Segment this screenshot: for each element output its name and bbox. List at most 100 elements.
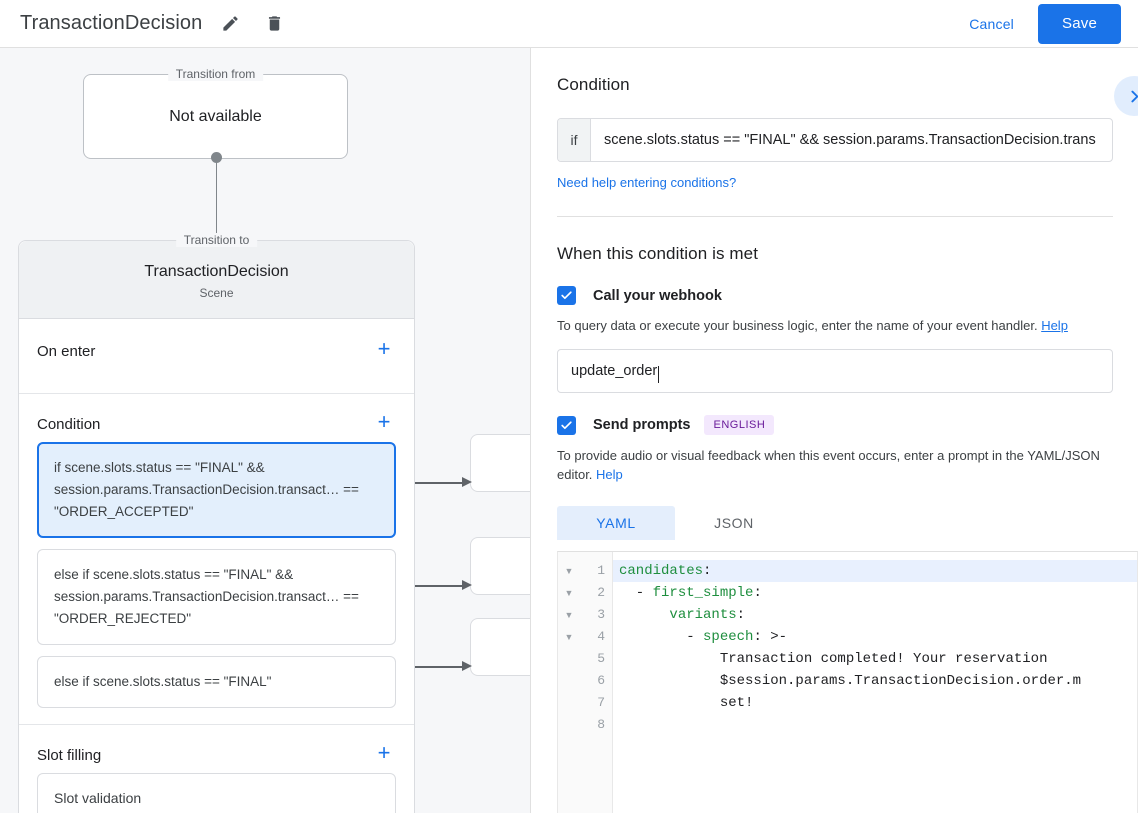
yaml-rest: Transaction completed! Your reservation: [619, 651, 1048, 667]
add-slot-filling-button[interactable]: +: [377, 740, 391, 765]
line-number: 2: [597, 585, 605, 600]
line-number: 6: [597, 673, 605, 688]
code-line: $session.params.TransactionDecision.orde…: [613, 670, 1137, 692]
text-caret: [658, 365, 660, 383]
line-number: 1: [597, 563, 605, 578]
slot-validation-card[interactable]: Slot validation: [37, 773, 396, 813]
section-slot-filling: Slot filling + Slot validation: [19, 725, 414, 813]
transition-from-legend: Transition from: [167, 67, 264, 81]
target-node-2[interactable]: [470, 537, 530, 595]
arrow-origin-dot: [211, 152, 222, 163]
yaml-rest: : >-: [753, 629, 788, 645]
condition-card-2[interactable]: else if scene.slots.status == "FINAL" &&…: [37, 549, 396, 645]
arrow-line: [215, 158, 217, 254]
prompts-checkbox-row[interactable]: Send prompts ENGLISH: [557, 415, 1113, 435]
transition-from-value: Not available: [169, 107, 262, 125]
condition-card-1[interactable]: if scene.slots.status == "FINAL" && sess…: [37, 442, 396, 538]
pencil-icon[interactable]: [214, 8, 246, 40]
page-title: TransactionDecision: [20, 12, 203, 34]
transition-to-legend: Transition to: [175, 233, 258, 247]
prompts-checkbox[interactable]: [557, 415, 576, 435]
condition-input-row[interactable]: if scene.slots.status == "FINAL" && sess…: [557, 118, 1113, 162]
scene-name: TransactionDecision: [144, 263, 289, 280]
target-node-1[interactable]: [470, 434, 530, 492]
condition-expression-input[interactable]: scene.slots.status == "FINAL" && session…: [604, 132, 1096, 148]
yaml-key: first_simple: [652, 585, 754, 601]
app-header: TransactionDecision Cancel Save: [0, 0, 1138, 48]
section-on-enter: On enter +: [19, 319, 414, 394]
details-panel: Condition if scene.slots.status == "FINA…: [532, 48, 1138, 813]
chevron-right-icon[interactable]: [1114, 76, 1138, 116]
yaml-editor[interactable]: ▼ ▼ ▼ ▼ 1 2 3 4 5 6 7 8 candidates: - fi…: [557, 551, 1138, 813]
scene-type: Scene: [199, 286, 234, 300]
webhook-help-link[interactable]: Help: [1041, 318, 1068, 333]
code-line: variants:: [613, 604, 1137, 626]
yaml-indent: -: [619, 629, 704, 645]
code-line: - speech: >-: [613, 626, 1137, 648]
condition-heading: Condition: [557, 75, 630, 94]
editor-format-tabs: YAML JSON: [557, 506, 1113, 540]
line-number: 5: [597, 651, 605, 666]
panel-divider: [557, 216, 1113, 217]
yaml-key: candidates: [619, 563, 704, 579]
trash-icon[interactable]: [258, 8, 290, 40]
transition-to-box[interactable]: Transition to TransactionDecision Scene: [19, 233, 414, 319]
add-on-enter-button[interactable]: +: [377, 336, 391, 361]
conditions-help-link[interactable]: Need help entering conditions?: [557, 175, 737, 190]
yaml-rest: set!: [619, 695, 754, 711]
tab-yaml[interactable]: YAML: [557, 506, 675, 540]
code-line: candidates:: [613, 560, 1137, 582]
yaml-key: speech: [703, 629, 754, 645]
transition-from-box[interactable]: Transition from Not available: [83, 67, 348, 159]
save-button[interactable]: Save: [1038, 3, 1121, 44]
code-line: - first_simple:: [613, 582, 1137, 604]
yaml-indent: [619, 607, 669, 623]
webhook-checkbox-row[interactable]: Call your webhook: [557, 286, 1113, 305]
fold-toggle-3[interactable]: ▼: [564, 610, 574, 620]
yaml-rest: :: [736, 607, 746, 623]
line-number: 8: [597, 717, 605, 732]
prompts-description: To provide audio or visual feedback when…: [557, 446, 1113, 484]
yaml-rest: :: [703, 563, 712, 579]
yaml-rest: :: [753, 585, 762, 601]
scene-canvas[interactable]: Transition from Not available: [0, 48, 531, 813]
section-condition: Condition + if scene.slots.status == "FI…: [19, 394, 414, 725]
prompts-description-text: To provide audio or visual feedback when…: [557, 448, 1100, 482]
fold-toggle-4[interactable]: ▼: [564, 632, 574, 642]
code-line: set!: [613, 692, 1137, 714]
condition-section: Condition if scene.slots.status == "FINA…: [532, 48, 1138, 217]
condition-met-section: When this condition is met Call your web…: [532, 217, 1138, 540]
section-title-condition: Condition: [37, 415, 101, 433]
webhook-label: Call your webhook: [593, 287, 722, 304]
line-number: 7: [597, 695, 605, 710]
condition-card-3[interactable]: else if scene.slots.status == "FINAL": [37, 656, 396, 708]
editor-fold-column[interactable]: ▼ ▼ ▼ ▼: [558, 552, 580, 813]
webhook-checkbox[interactable]: [557, 286, 576, 305]
editor-line-numbers: 1 2 3 4 5 6 7 8: [580, 552, 613, 813]
if-prefix-label: if: [558, 119, 591, 161]
cancel-button[interactable]: Cancel: [957, 8, 1026, 40]
condition-met-heading: When this condition is met: [557, 244, 759, 263]
line-number: 3: [597, 607, 605, 622]
editor-code-area[interactable]: candidates: - first_simple: variants: - …: [613, 552, 1137, 813]
tab-json[interactable]: JSON: [714, 515, 754, 531]
language-badge: ENGLISH: [704, 415, 775, 435]
line-number: 4: [597, 629, 605, 644]
yaml-indent: -: [619, 585, 653, 601]
prompts-help-link[interactable]: Help: [596, 467, 623, 482]
section-title-slot-filling: Slot filling: [37, 746, 102, 764]
yaml-rest: $session.params.TransactionDecision.orde…: [619, 673, 1082, 689]
webhook-description: To query data or execute your business l…: [557, 316, 1113, 335]
webhook-handler-value: update_order: [571, 363, 658, 379]
prompts-label: Send prompts: [593, 417, 691, 433]
add-condition-button[interactable]: +: [377, 409, 391, 434]
fold-toggle-1[interactable]: ▼: [564, 566, 574, 576]
yaml-key: variants: [669, 607, 737, 623]
webhook-handler-input[interactable]: update_order: [557, 349, 1113, 393]
fold-toggle-2[interactable]: ▼: [564, 588, 574, 598]
section-title-on-enter: On enter: [37, 342, 96, 360]
code-line: Transaction completed! Your reservation: [613, 648, 1137, 670]
target-node-3[interactable]: [470, 618, 530, 676]
webhook-description-text: To query data or execute your business l…: [557, 318, 1042, 333]
code-line: [613, 714, 1137, 736]
